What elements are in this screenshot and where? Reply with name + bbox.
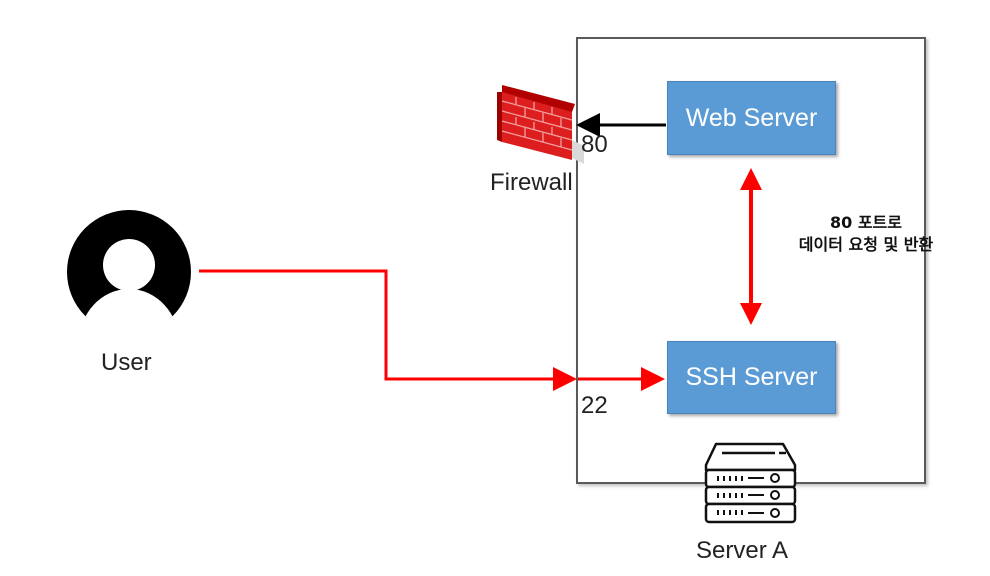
- web-server-label: Web Server: [685, 103, 818, 132]
- bidirectional-arrow: [740, 168, 762, 325]
- port-80-label: 80: [581, 131, 608, 158]
- port-22-label: 22: [581, 392, 608, 419]
- firewall-label: Firewall: [490, 169, 573, 196]
- user-label: User: [101, 349, 152, 376]
- server-a-label: Server A: [696, 537, 789, 564]
- ssh-server-box: SSH Server: [667, 341, 836, 414]
- server-rack-icon: [704, 442, 797, 524]
- annotation-line-1: 80 포트로: [830, 213, 902, 232]
- brick-firewall-icon: [497, 85, 584, 164]
- ssh-server-label: SSH Server: [685, 363, 818, 391]
- port-annotation: 80 포트로 데이터 요청 및 반환: [770, 212, 962, 256]
- web-server-box: Web Server: [667, 81, 836, 155]
- user-avatar-icon: [60, 210, 200, 348]
- annotation-line-2: 데이터 요청 및 반환: [798, 235, 934, 254]
- ssh-connection-line: [199, 269, 577, 391]
